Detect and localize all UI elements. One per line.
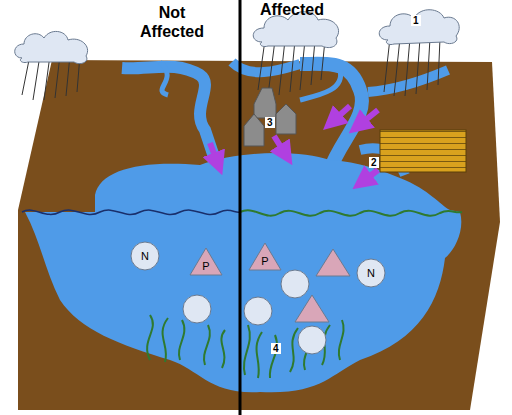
callout-number: 2 <box>369 157 379 168</box>
callout-number: 4 <box>271 343 281 354</box>
phosphorus-triangle: P <box>189 247 223 276</box>
node-letter: N <box>141 251 149 262</box>
node-letter: P <box>261 256 268 267</box>
node-letter: P <box>202 261 209 272</box>
nutrient-circle: N <box>356 258 386 288</box>
region-heading: Affected <box>247 0 337 19</box>
node-letter: N <box>367 268 375 279</box>
callout-number: 3 <box>265 117 275 128</box>
nutrient-circle: N <box>130 241 160 271</box>
callout-number: 1 <box>411 15 421 26</box>
region-heading: Not Affected <box>132 3 212 41</box>
phosphorus-triangle: P <box>248 242 282 271</box>
